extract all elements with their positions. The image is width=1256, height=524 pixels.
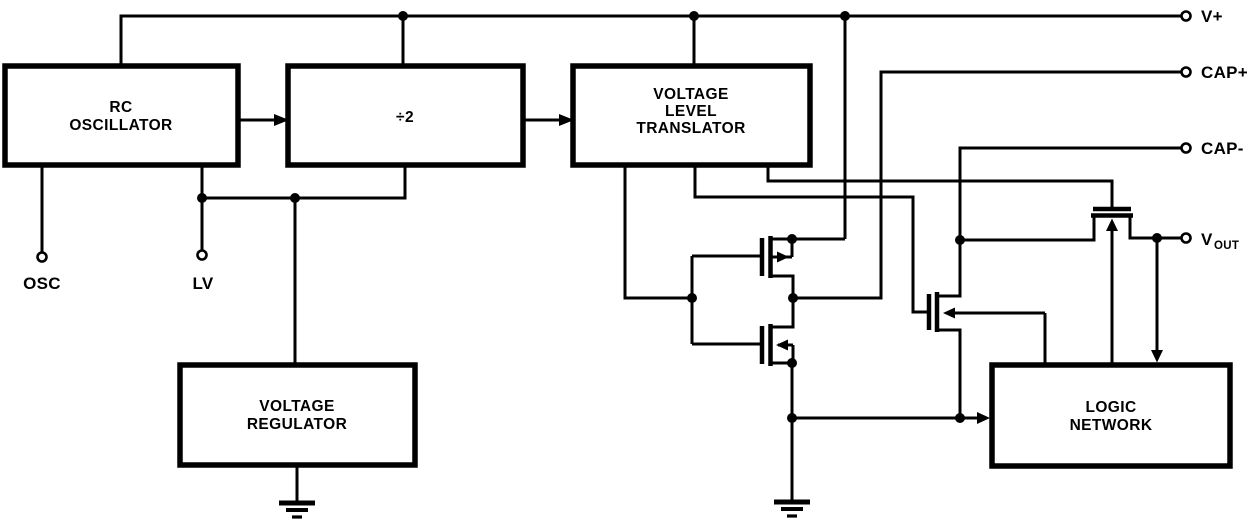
vlt-label-line3: TRANSLATOR — [636, 120, 745, 137]
junction-dot — [689, 11, 699, 21]
cap-minus-terminal-circle — [1180, 142, 1192, 154]
junction-dot — [840, 11, 850, 21]
cap-plus-terminal-circle — [1180, 66, 1192, 78]
osc-pin-label: OSC — [23, 274, 61, 293]
gate-drive-net-nmos2 — [693, 165, 927, 314]
rc-oscillator-label-line1: RC — [109, 99, 132, 116]
vlt-exit-c-wire — [766, 165, 1114, 207]
nmos-switch-1-transistor — [759, 298, 797, 368]
junction-dot — [197, 193, 207, 203]
rc-oscillator-block: RC OSCILLATOR — [2, 63, 241, 168]
voltage-regulator-block: VOLTAGE REGULATOR — [177, 362, 418, 468]
logic-network-label-line2: NETWORK — [1070, 417, 1153, 434]
divide-by-two-block: ÷2 — [285, 63, 526, 168]
pmos-source-wire — [770, 274, 795, 298]
feedback-arrow-down-icon — [1151, 350, 1163, 363]
v-plus-terminal-circle — [1180, 10, 1192, 22]
junction-dot — [687, 293, 697, 303]
gate-drive-net-inverter — [623, 165, 760, 346]
vlt-label-line1: VOLTAGE — [653, 86, 728, 103]
v-plus-rail-wire — [119, 14, 1181, 66]
lv-pin: LV — [192, 165, 214, 293]
gate-drive-net-output-fet — [766, 165, 1114, 207]
junction-dot — [290, 193, 300, 203]
v-out-net: V OUT — [1151, 230, 1239, 363]
v-plus-pin: V+ — [1180, 7, 1223, 26]
signal-arrow-osc-to-divider — [238, 114, 289, 126]
nmos1-drain-wire — [770, 298, 795, 329]
body-arrow-up-icon — [1106, 218, 1118, 231]
output-pass-mosfet-transistor — [1091, 206, 1157, 365]
voltage-regulator-box — [177, 362, 418, 468]
osc-terminal-circle — [36, 251, 48, 263]
rc-oscillator-label-line2: OSCILLATOR — [69, 117, 172, 134]
vlt-label-line2: LEVEL — [665, 103, 717, 120]
nmos-switch-2-transistor — [926, 240, 1047, 418]
voltage-level-translator-box — [570, 63, 813, 168]
output-fet-drain-wire — [1128, 215, 1157, 240]
lv-pin-label: LV — [192, 274, 213, 293]
junction-dot — [398, 11, 408, 21]
ground-symbol-icon — [774, 499, 810, 518]
logic-network-block: LOGIC NETWORK — [989, 362, 1233, 469]
voltage-regulator-label-line1: VOLTAGE — [259, 398, 334, 415]
vlt-exit-b-wire — [693, 165, 927, 314]
cap-minus-pin-label: CAP- — [1201, 139, 1244, 158]
voltage-regulator-label-line2: REGULATOR — [247, 416, 347, 433]
divide-by-two-label: ÷2 — [396, 109, 414, 126]
cap-plus-pin-label: CAP+ — [1201, 63, 1248, 82]
v-out-pin-label: V — [1201, 230, 1213, 249]
v-plus-pin-label: V+ — [1201, 7, 1223, 26]
vlt-exit-a-wire — [623, 165, 692, 300]
v-out-terminal-circle — [1180, 232, 1192, 244]
pmos-body-arrow-icon — [777, 251, 789, 263]
cap-plus-net: CAP+ — [788, 63, 1248, 303]
divider-bottom-wire — [202, 165, 407, 200]
arrowhead-right-icon — [274, 114, 289, 126]
osc-pin: OSC — [23, 165, 61, 293]
rc-oscillator-box — [2, 63, 241, 168]
v-plus-net — [119, 11, 1181, 239]
pmos-switch-transistor — [759, 234, 845, 298]
arrowhead-into-logic-icon — [977, 412, 990, 424]
voltage-level-translator-block: VOLTAGE LEVEL TRANSLATOR — [570, 63, 813, 168]
divider-feedback-and-regulator-net — [197, 165, 407, 365]
ground-symbol-icon — [279, 500, 315, 519]
logic-network-label-line1: LOGIC — [1085, 399, 1136, 416]
v-out-pin-subscript: OUT — [1214, 240, 1239, 252]
nmos2-body-arrow-icon — [943, 307, 955, 319]
signal-arrow-divider-to-translator — [523, 114, 574, 126]
logic-network-box — [989, 362, 1233, 469]
ground-net — [774, 363, 990, 518]
junction-dot — [955, 235, 965, 245]
nmos1-body-arrow-icon — [776, 339, 788, 351]
cap-minus-wire — [958, 146, 1181, 242]
lv-terminal-circle — [196, 249, 208, 261]
junction-dot — [787, 234, 797, 244]
cap-plus-wire — [793, 70, 1181, 300]
cap-minus-net: CAP- — [955, 139, 1244, 245]
arrowhead-right-icon — [559, 114, 574, 126]
regulator-ground — [279, 465, 315, 519]
nmos2-source-wire — [937, 328, 962, 418]
nmos2-drain-wire — [937, 240, 962, 298]
